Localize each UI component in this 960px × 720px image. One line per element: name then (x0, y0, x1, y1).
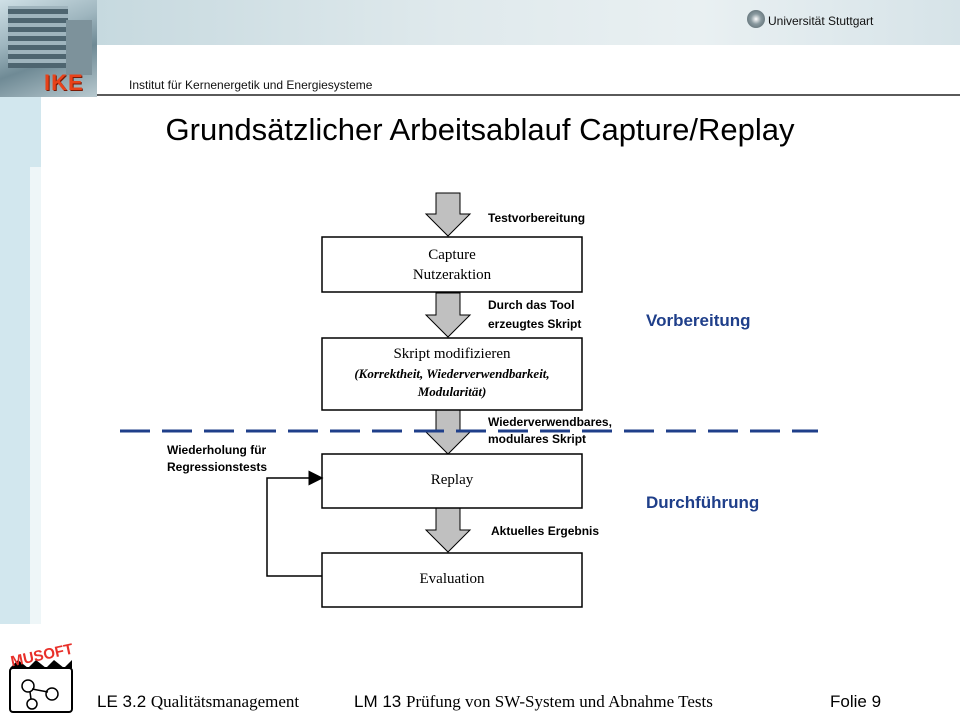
university-seal-icon (747, 10, 765, 28)
footer-lm-prefix: LM 13 (354, 692, 406, 711)
footer-learning-unit: LE 3.2 Qualitätsmanagement (97, 692, 299, 712)
evaluation-box (321, 552, 583, 608)
block-arrow-testprep (424, 192, 472, 237)
modify-label-3: Modularität) (417, 384, 487, 399)
capture-box (321, 236, 583, 293)
label-reusable-1: Wiederverwendbares, (488, 415, 612, 429)
header-band (97, 0, 960, 45)
label-script-2: erzeugtes Skript (488, 317, 581, 331)
left-sidebar (0, 167, 30, 624)
footer-lm-name: Prüfung von SW-System und Abnahme Tests (405, 692, 713, 711)
university-name: Universität Stuttgart (768, 14, 874, 28)
modify-label-2: (Korrektheit, Wiederverwendbarkeit, (354, 366, 549, 381)
footer-le-name: Qualitätsmanagement (150, 692, 300, 711)
left-sidebar-top (0, 97, 41, 167)
block-arrow-result (424, 507, 472, 553)
slide-title: Grundsätzlicher Arbeitsablauf Capture/Re… (165, 112, 795, 147)
modify-box (321, 337, 583, 411)
modify-label-1: Skript modifizieren (393, 346, 511, 362)
replay-box (321, 453, 583, 509)
capture-label-1: Capture (428, 247, 476, 263)
ike-logo: IKE (44, 70, 84, 95)
footer-le-prefix: LE 3.2 (97, 692, 151, 711)
musoft-logo: MUSOFT (9, 641, 75, 713)
label-script-1: Durch das Tool (488, 298, 574, 312)
left-sidebar-edge (30, 167, 41, 624)
block-arrow-script (424, 292, 472, 338)
footer-page-number: Folie 9 (830, 692, 882, 711)
label-testprep: Testvorbereitung (488, 211, 585, 225)
phase-preparation: Vorbereitung (646, 311, 751, 330)
institute-name: Institut für Kernenergetik und Energiesy… (129, 78, 373, 92)
label-result: Aktuelles Ergebnis (491, 524, 599, 538)
header-building-photo (0, 0, 97, 97)
label-reusable-2: modulares Skript (488, 432, 586, 446)
label-repeat-1: Wiederholung für (167, 443, 267, 457)
footer-learning-module: LM 13 Prüfung von SW-System und Abnahme … (354, 692, 713, 712)
regression-loop-arrow (266, 470, 324, 577)
phase-execution: Durchführung (646, 493, 759, 512)
evaluation-label: Evaluation (420, 571, 485, 587)
replay-label: Replay (431, 472, 474, 488)
capture-label-2: Nutzeraktion (413, 267, 492, 283)
label-repeat-2: Regressionstests (167, 460, 267, 474)
header-divider (97, 94, 960, 96)
